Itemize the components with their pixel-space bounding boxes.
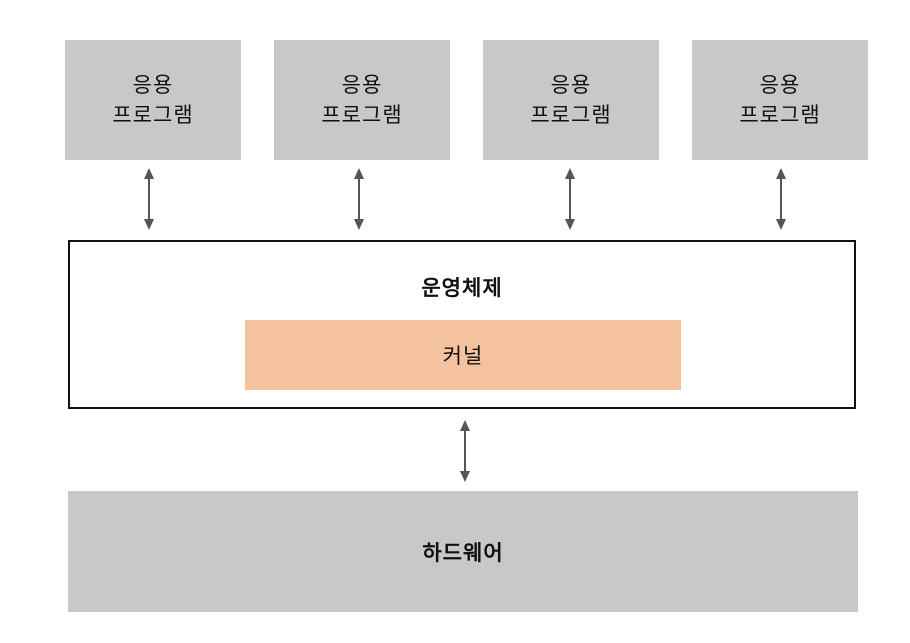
application-line1: 응용 [550, 73, 592, 97]
app-os-double-arrow-3 [563, 168, 577, 230]
application-line2: 프로그램 [321, 103, 403, 127]
application-line2: 프로그램 [739, 103, 821, 127]
application-box-1: 응용 프로그램 [65, 40, 241, 160]
application-box-2: 응용 프로그램 [274, 40, 450, 160]
application-line2: 프로그램 [112, 103, 194, 127]
application-line1: 응용 [759, 73, 801, 97]
application-line2: 프로그램 [530, 103, 612, 127]
os-hardware-double-arrow [458, 420, 472, 482]
app-os-double-arrow-2 [352, 168, 366, 230]
kernel-label: 커널 [442, 344, 484, 368]
application-box-3: 응용 프로그램 [483, 40, 659, 160]
hardware-label: 하드웨어 [422, 540, 504, 565]
hardware-box: 하드웨어 [68, 491, 858, 612]
operating-system-label: 운영체제 [421, 276, 503, 300]
application-line1: 응용 [132, 73, 174, 97]
app-os-double-arrow-4 [774, 168, 788, 230]
app-os-double-arrow-1 [142, 168, 156, 230]
kernel-box: 커널 [245, 320, 681, 390]
operating-system-box: 운영체제 커널 [68, 240, 856, 409]
application-box-4: 응용 프로그램 [692, 40, 868, 160]
application-line1: 응용 [341, 73, 383, 97]
